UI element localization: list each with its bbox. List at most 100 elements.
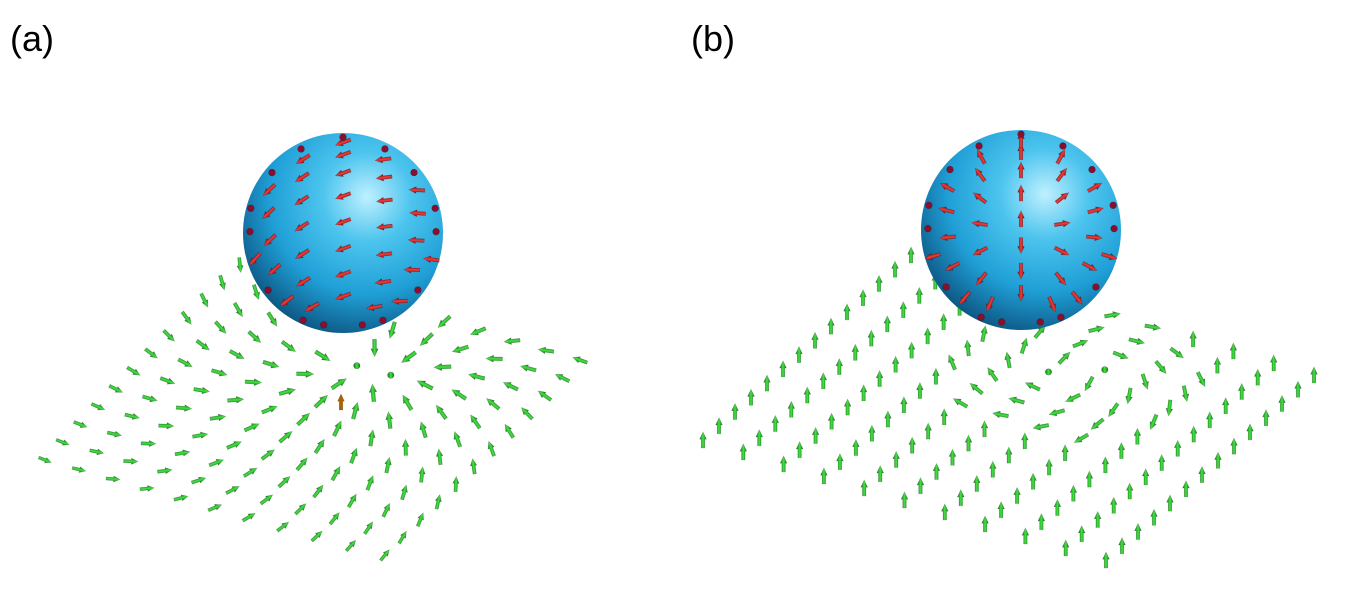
plane-arrow-icon xyxy=(1061,444,1069,462)
plane-arrow-icon xyxy=(433,362,452,372)
sphere-arrow-icon xyxy=(431,204,439,212)
plane-arrow-icon xyxy=(415,512,424,528)
plane-arrow-icon xyxy=(349,447,358,465)
plane-arrow-icon xyxy=(795,345,803,363)
plane-arrow-icon xyxy=(731,402,739,420)
plane-arrow-icon xyxy=(224,486,240,496)
plane-arrow-icon xyxy=(972,474,981,492)
plane-arrow-icon xyxy=(1150,508,1158,526)
sphere-arrow-icon xyxy=(320,321,328,329)
plane-arrow-icon xyxy=(997,501,1005,519)
plane-arrow-icon xyxy=(1108,402,1120,418)
plane-arrow-icon xyxy=(1004,446,1013,464)
plane-arrow-icon xyxy=(434,493,442,510)
scene-a xyxy=(37,133,589,562)
sphere-arrow-icon xyxy=(1059,142,1067,150)
plane-arrow-icon xyxy=(1149,413,1159,431)
sphere-arrow-icon xyxy=(432,227,440,236)
plane-arrow-icon xyxy=(293,503,307,516)
plane-arrow-icon xyxy=(899,300,908,318)
plane-arrow-icon xyxy=(177,357,193,368)
plane-arrow-icon xyxy=(1029,472,1037,490)
plane-arrow-icon xyxy=(1117,441,1126,459)
sphere-arrow-icon xyxy=(297,145,305,153)
plane-arrow-icon xyxy=(207,504,223,513)
plane-arrow-icon xyxy=(502,382,519,392)
plane-arrow-icon xyxy=(1134,522,1142,540)
plane-arrow-icon xyxy=(228,349,245,360)
sphere-arrow-icon xyxy=(975,271,988,286)
scene-b xyxy=(699,130,1318,569)
sphere-arrow-icon xyxy=(972,245,989,256)
plane-arrow-icon xyxy=(537,390,553,402)
plane-arrow-icon xyxy=(811,426,820,444)
plane-arrow-icon xyxy=(437,314,452,329)
plane-arrows-b xyxy=(699,246,1318,569)
sphere-arrow-icon xyxy=(294,171,311,183)
plane-arrow-icon xyxy=(1102,551,1110,569)
plane-arrow-icon xyxy=(1213,356,1222,374)
sphere-arrow-icon xyxy=(294,248,311,260)
sphere-arrow-icon xyxy=(1085,233,1103,242)
plane-arrow-icon xyxy=(771,414,780,432)
plane-arrow-icon xyxy=(1101,456,1110,474)
plane-arrow-icon xyxy=(106,430,123,438)
plane-arrow-icon xyxy=(851,343,860,361)
plane-arrow-icon xyxy=(803,386,812,404)
plane-arrow-icon xyxy=(835,357,844,375)
plane-arrow-icon xyxy=(988,460,997,478)
plane-arrow-icon xyxy=(1221,396,1230,414)
plane-arrow-icon xyxy=(1053,498,1062,516)
plane-arrow-icon xyxy=(470,414,482,430)
plane-arrow-icon xyxy=(1044,368,1052,376)
plane-arrow-icon xyxy=(435,448,444,466)
plane-arrow-icon xyxy=(397,530,407,545)
plane-arrow-icon xyxy=(1061,539,1070,557)
sphere-arrow-icon xyxy=(1036,318,1044,326)
plane-arrow-icon xyxy=(241,512,256,523)
sphere-arrow-icon xyxy=(365,303,383,312)
plane-arrow-icon xyxy=(1020,432,1029,450)
sphere-arrow-icon xyxy=(334,243,352,253)
plane-arrow-icon xyxy=(1033,324,1046,340)
plane-arrow-icon xyxy=(1237,382,1246,400)
sphere-arrow-icon xyxy=(375,250,393,259)
plane-arrow-icon xyxy=(1103,311,1122,319)
plane-arrow-icon xyxy=(190,476,207,485)
plane-arrow-icon xyxy=(952,398,969,409)
sphere-arrow-icon xyxy=(248,251,262,266)
plane-arrow-icon xyxy=(1048,408,1066,417)
plane-arrow-icon xyxy=(451,344,470,354)
plane-arrow-icon xyxy=(435,404,448,421)
plane-arrow-icon xyxy=(385,411,394,430)
plane-arrow-icon xyxy=(987,367,999,383)
sphere-arrow-icon xyxy=(944,261,961,271)
plane-arrow-icon xyxy=(1072,339,1089,349)
plane-arrow-icon xyxy=(1154,359,1167,375)
sphere-arrow-icon xyxy=(1081,261,1098,271)
plane-arrow-icon xyxy=(180,310,192,325)
plane-arrow-icon xyxy=(368,383,378,403)
sphere-icon xyxy=(921,130,1121,330)
plane-arrow-icon xyxy=(143,347,158,359)
plane-arrow-icon xyxy=(141,394,158,403)
plane-arrow-icon xyxy=(867,329,876,347)
plane-arrow-icon xyxy=(1294,380,1302,398)
plane-arrow-icon xyxy=(883,315,892,333)
plane-arrow-icon xyxy=(1182,480,1190,498)
plane-arrow-icon xyxy=(940,408,949,426)
plane-arrow-icon xyxy=(1037,513,1046,531)
sphere-arrow-icon xyxy=(390,297,408,306)
plane-arrow-icon xyxy=(948,448,957,466)
plane-arrow-icon xyxy=(236,257,244,274)
plane-arrow-icon xyxy=(346,493,357,509)
sphere-arrow-icon xyxy=(939,233,957,242)
plane-arrow-icon xyxy=(795,441,804,459)
sphere-arrow-icon xyxy=(976,148,987,165)
plane-arrow-icon xyxy=(158,422,175,430)
sphere-arrow-icon xyxy=(1017,184,1025,202)
plane-arrow-icon xyxy=(891,355,900,373)
plane-arrow-icon xyxy=(940,503,949,521)
sphere-a xyxy=(243,133,443,333)
plane-arrow-icon xyxy=(278,430,293,444)
